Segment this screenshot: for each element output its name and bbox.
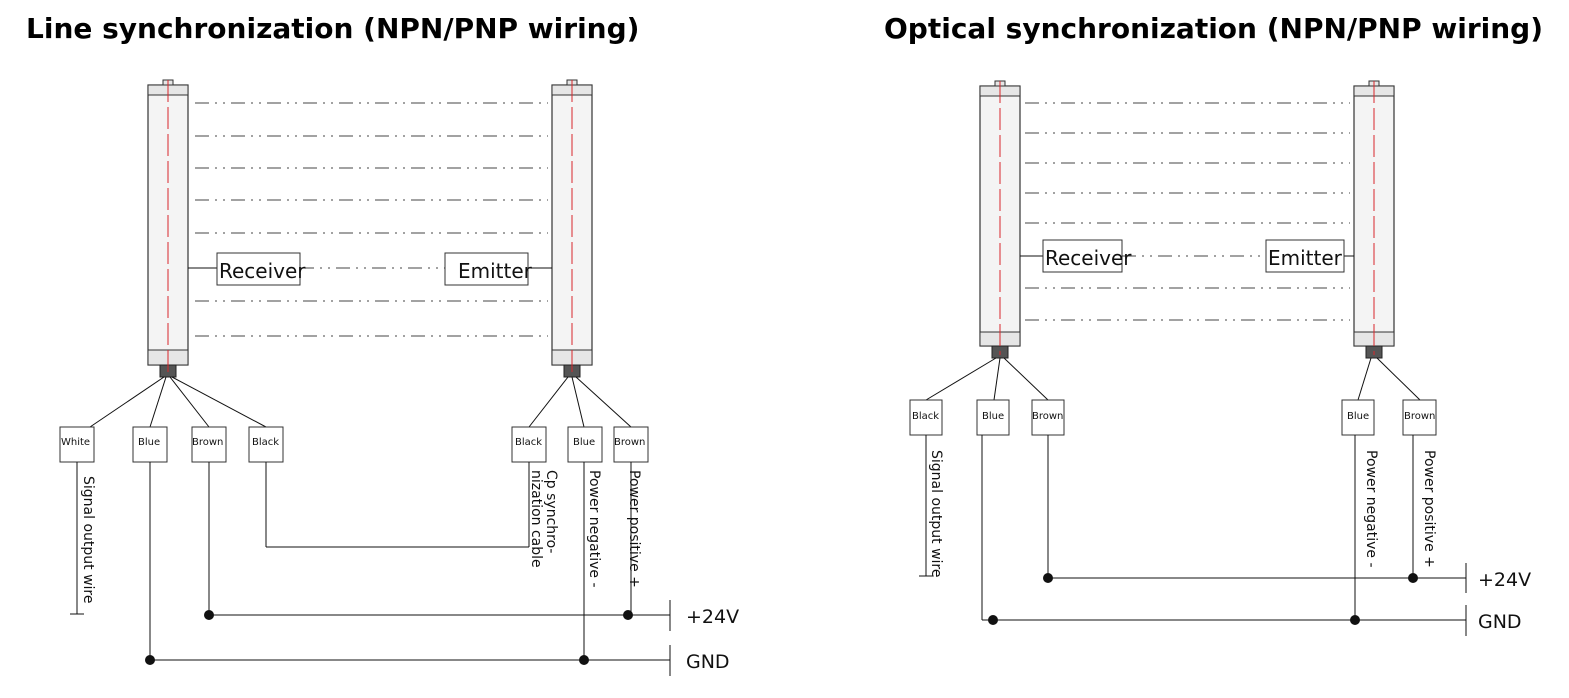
light-beams xyxy=(1020,102,1354,321)
receiver-label: Receiver xyxy=(1045,246,1132,270)
wire-label-brown-receiver: Brown xyxy=(1032,411,1063,422)
wire-label-black-receiver: Black xyxy=(252,437,279,448)
emitter-light-bar xyxy=(1353,80,1395,359)
rail-label-gnd: GND xyxy=(1478,611,1522,633)
caption-power-positive: Power positive + xyxy=(626,470,642,588)
wire-label-blue-receiver: Blue xyxy=(138,437,160,448)
receiver-label: Receiver xyxy=(219,259,306,283)
wire-box-blue-emitter xyxy=(567,426,603,463)
wire-box-brown-emitter xyxy=(1402,399,1437,436)
wire-label-brown-receiver: Brown xyxy=(192,437,223,448)
wire-label-white: White xyxy=(61,437,90,448)
receiver-light-bar xyxy=(147,79,189,378)
wire-label-black-emitter: Black xyxy=(515,437,542,448)
wire-label-black-receiver: Black xyxy=(912,411,939,422)
diagram-title-line-sync: Line synchronization (NPN/PNP wiring) xyxy=(26,12,640,45)
emitter-light-bar xyxy=(551,79,593,378)
light-beams xyxy=(188,102,552,337)
caption-power-positive: Power positive + xyxy=(1421,450,1437,568)
receiver-light-bar xyxy=(979,80,1021,359)
wire-box-blue-emitter xyxy=(1341,399,1375,436)
caption-signal-output: Signal output wire xyxy=(928,450,944,577)
wire-box-blue-receiver xyxy=(976,399,1010,436)
wire-label-brown-emitter: Brown xyxy=(614,437,645,448)
wire-label-blue-emitter: Blue xyxy=(573,437,595,448)
wire-box-white xyxy=(59,426,95,463)
wire-box-black-emitter xyxy=(511,426,547,463)
optical-sync-diagram: Receiver Emitter Black Blue Brown Blue B… xyxy=(909,80,1531,636)
rail-label-plus24v: +24V xyxy=(686,606,739,628)
emitter-label: Emitter xyxy=(1268,246,1343,270)
caption-power-negative: Power negative - xyxy=(586,470,602,588)
emitter-label: Emitter xyxy=(458,259,533,283)
rail-label-gnd: GND xyxy=(686,651,730,673)
line-sync-diagram: Receiver Emitter White Blue Brown Black … xyxy=(59,79,739,676)
wire-label-blue-emitter: Blue xyxy=(1347,411,1369,422)
emitter-label-box xyxy=(1265,239,1345,273)
caption-sync-cable-2: nization cable xyxy=(528,470,544,568)
receiver-label-box xyxy=(216,252,301,286)
receiver-label-box xyxy=(1042,239,1123,273)
wire-box-brown-emitter xyxy=(613,426,649,463)
wire-label-blue-receiver: Blue xyxy=(982,411,1004,422)
wire-box-blue-receiver xyxy=(132,426,168,463)
diagram-title-optical-sync: Optical synchronization (NPN/PNP wiring) xyxy=(884,12,1543,45)
emitter-label-box xyxy=(444,252,529,286)
caption-sync-cable-1: Cp synchro- xyxy=(543,470,559,553)
wire-label-brown-emitter: Brown xyxy=(1404,411,1435,422)
caption-power-negative: Power negative - xyxy=(1363,450,1379,568)
caption-signal-output: Signal output wire xyxy=(80,476,96,603)
rail-label-plus24v: +24V xyxy=(1478,569,1531,591)
wire-box-black-receiver xyxy=(248,426,284,463)
